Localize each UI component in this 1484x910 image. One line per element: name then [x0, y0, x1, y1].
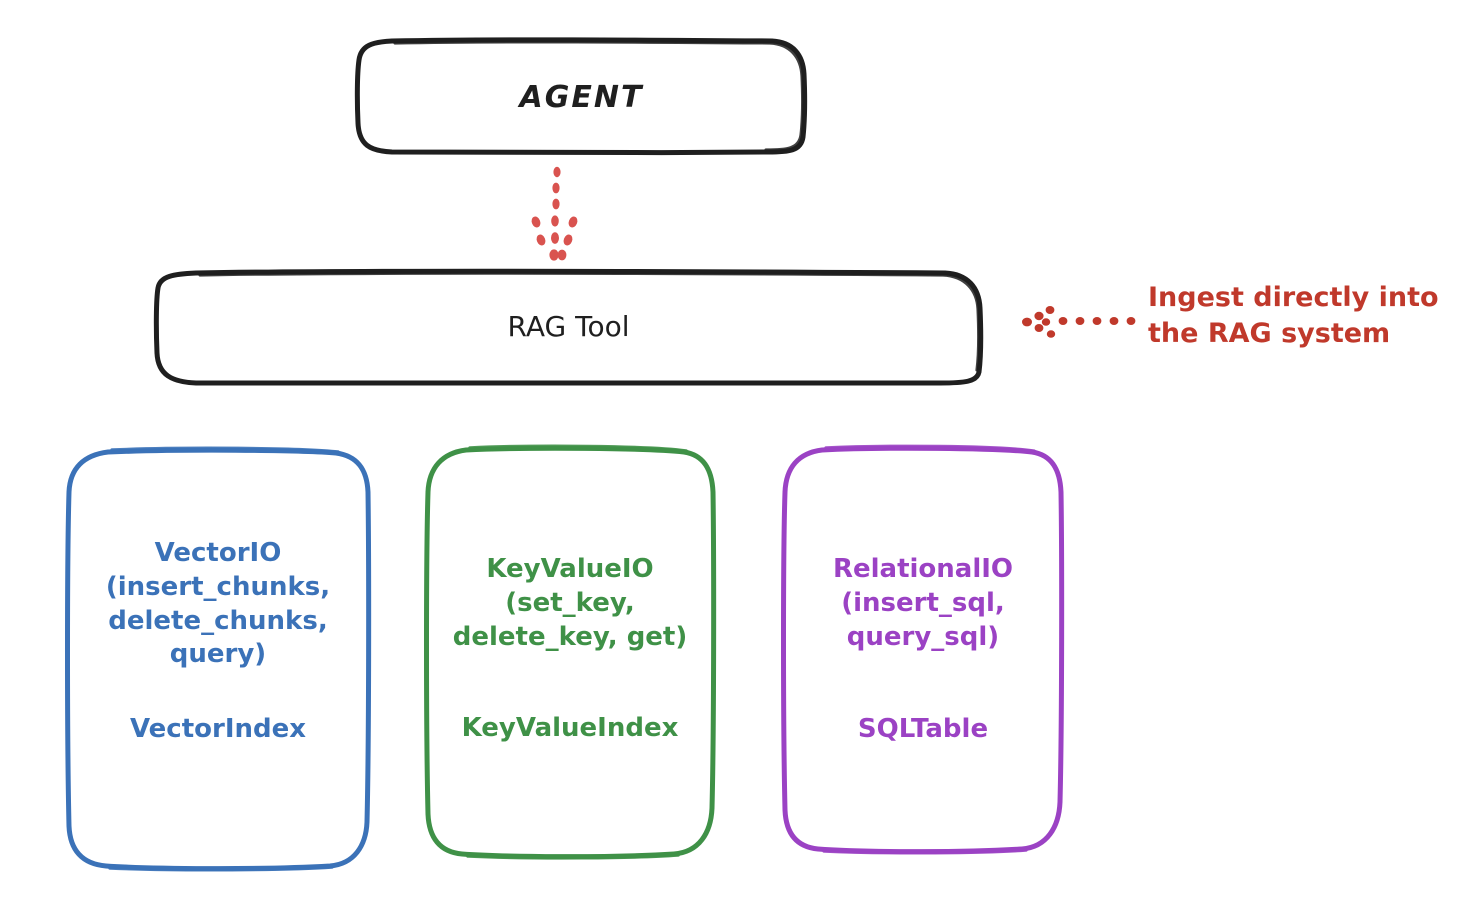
- key-value-io-api-label: KeyValueIO (set_key, delete_key, get): [452, 554, 688, 652]
- vector-io-api-label: VectorIO (insert_chunks, delete_chunks, …: [105, 538, 331, 670]
- relational-io-index-label: SQLTable: [857, 714, 989, 744]
- rag-tool-node-label: RAG Tool: [507, 310, 630, 343]
- agent-node-shape[interactable]: [354, 37, 808, 156]
- vector-io-node-shape[interactable]: [65, 446, 372, 872]
- agent-node-label: AGENT: [519, 80, 644, 115]
- relational-io-node-shape[interactable]: [781, 444, 1065, 855]
- rag-tool-node-shape[interactable]: [153, 268, 984, 387]
- ingest-to-rag-connector-icon: [1022, 306, 1136, 338]
- agent-to-rag-connector-icon: [531, 166, 578, 261]
- key-value-io-index-label: KeyValueIndex: [461, 713, 679, 743]
- ingest-annotation-label: Ingest directly into the RAG system: [1148, 282, 1439, 349]
- relational-io-api-label: RelationalIO (insert_sql, query_sql): [832, 554, 1014, 652]
- key-value-io-node-shape[interactable]: [424, 444, 717, 860]
- vector-io-index-label: VectorIndex: [129, 714, 307, 744]
